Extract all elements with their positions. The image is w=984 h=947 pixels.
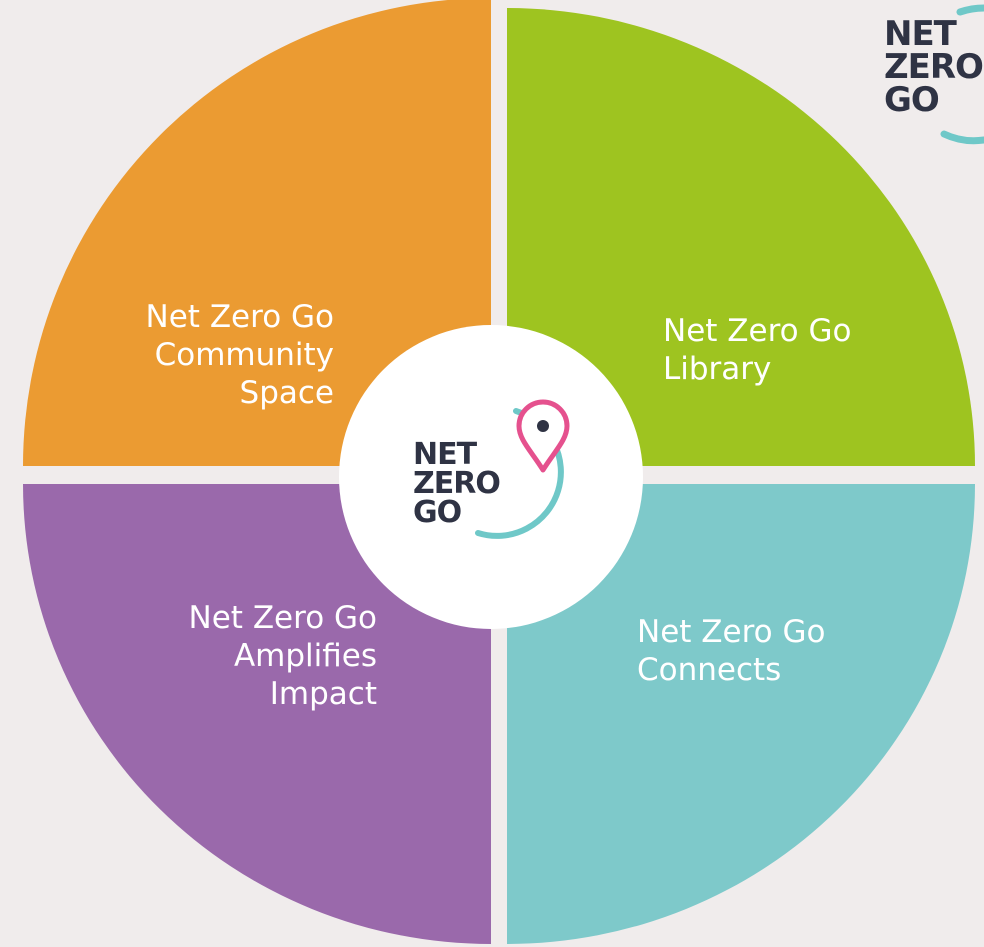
quadrant-community-space (23, 0, 491, 466)
label-community-space: Net Zero Go Community Space (145, 299, 334, 411)
label-library: Net Zero Go Library (663, 313, 852, 387)
label-amplifies-impact: Net Zero Go Amplifies Impact (188, 600, 377, 712)
corner-logo-wordmark: NET ZERO GO (884, 14, 984, 120)
center-circle (339, 325, 643, 629)
label-connects: Net Zero Go Connects (637, 614, 826, 688)
map-pin-icon (516, 399, 570, 473)
quadrant-connects (507, 484, 975, 944)
center-logo-wordmark: NET ZERO GO (413, 437, 501, 530)
quadrant-amplifies-impact (23, 484, 491, 944)
quadrant-library (507, 8, 975, 466)
